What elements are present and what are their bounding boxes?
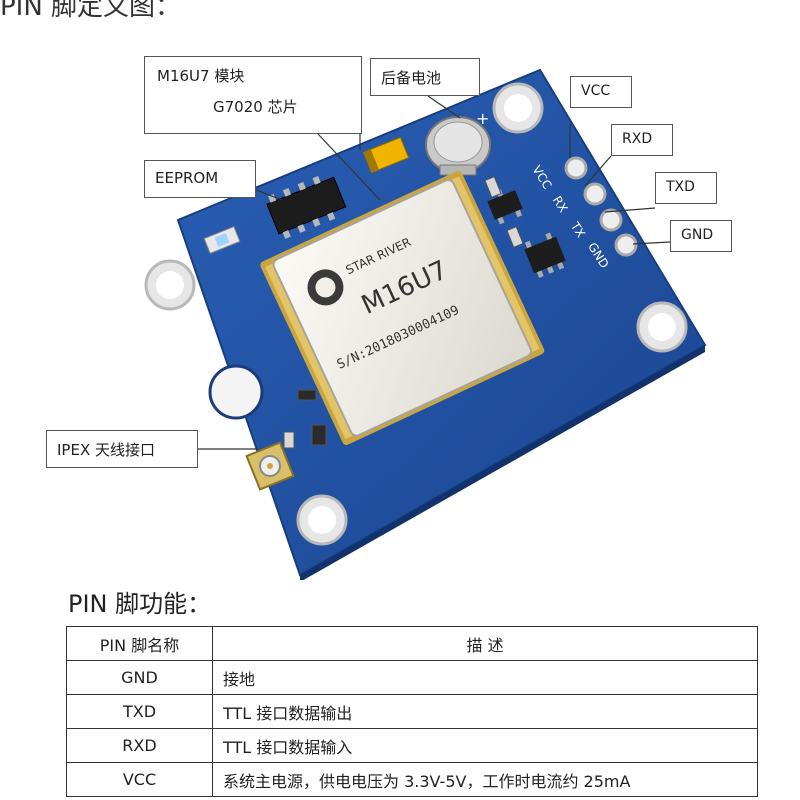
svg-text:+: + xyxy=(476,109,489,128)
led xyxy=(203,225,241,255)
pin-description: 系统主电源，供电电压为 3.3V-5V，工作时电流约 25mA xyxy=(212,762,758,797)
pin-description: TTL 接口数据输出 xyxy=(212,694,758,729)
capacitor xyxy=(362,136,410,174)
ipex-connector xyxy=(245,441,295,491)
pin-name: GND xyxy=(66,660,213,695)
callout-eeprom-text: EEPROM xyxy=(155,169,219,187)
eeprom-chip xyxy=(266,175,347,239)
pin-label-rxd: RXD xyxy=(611,124,673,156)
pin-name: VCC xyxy=(66,762,213,797)
backup-battery: + xyxy=(425,109,491,176)
table-row: TXD TTL 接口数据输出 xyxy=(66,694,758,729)
pin-description: TTL 接口数据输入 xyxy=(212,728,758,763)
regulators xyxy=(283,176,566,449)
table-row: RXD TTL 接口数据输入 xyxy=(66,728,758,763)
pin-label-gnd: GND xyxy=(670,220,732,252)
pin-description: 接地 xyxy=(212,660,758,695)
mounting-holes xyxy=(144,82,688,546)
m16u7-module: STAR RIVER M16U7 S/N:2018030004109 xyxy=(260,170,545,445)
callout-eeprom: EEPROM xyxy=(144,160,256,198)
section-title: PIN 脚功能： xyxy=(68,590,212,618)
pin-name: RXD xyxy=(66,728,213,763)
callout-battery-text: 后备电池 xyxy=(381,69,442,87)
page-title: PIN 脚定义图： xyxy=(0,0,182,22)
pin-function-table: PIN 脚名称 描 述 GND 接地 TXD TTL 接口数据输出 RXD TT… xyxy=(66,626,758,797)
callout-battery: 后备电池 xyxy=(370,58,480,96)
table-row: VCC 系统主电源，供电电压为 3.3V-5V，工作时电流约 25mA xyxy=(66,762,758,797)
gps-board-diagram: + STAR RIVER M xyxy=(144,68,707,580)
pcb-edge xyxy=(300,345,705,580)
callout-ipex-text: IPEX 天线接口 xyxy=(57,441,155,459)
pin-label-vcc: VCC xyxy=(570,76,632,108)
pin-name: TXD xyxy=(66,694,213,729)
header-pin-name: PIN 脚名称 xyxy=(66,626,213,661)
table-header-row: PIN 脚名称 描 述 xyxy=(66,626,758,661)
pin-label-txd: TXD xyxy=(655,172,717,204)
callout-module-line2: G7020 芯片 xyxy=(213,98,298,116)
table-row: GND 接地 xyxy=(66,660,758,695)
leader-lines xyxy=(198,95,671,450)
header-description: 描 述 xyxy=(212,626,758,661)
callout-module: M16U7 模块 G7020 芯片 xyxy=(144,56,362,134)
callout-module-line1: M16U7 模块 xyxy=(157,67,245,85)
callout-ipex: IPEX 天线接口 xyxy=(46,430,198,468)
